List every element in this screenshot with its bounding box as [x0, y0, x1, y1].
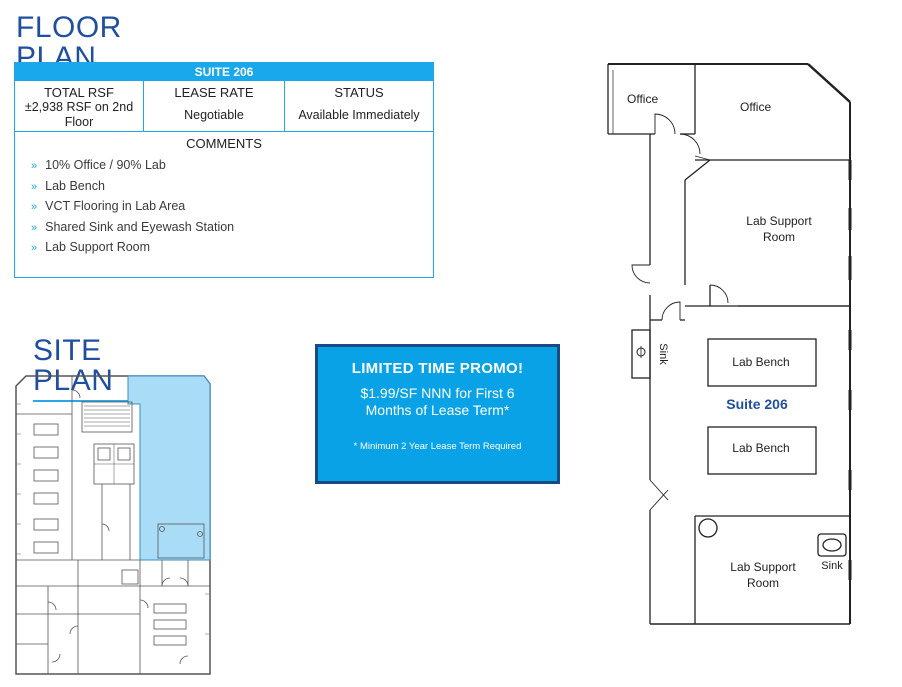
lab-bench-2-label: Lab Bench — [732, 441, 789, 455]
list-item: » VCT Flooring in Lab Area — [31, 196, 433, 217]
sink-right-label: Sink — [821, 560, 843, 572]
bullet-marker: » — [31, 242, 38, 255]
total-rsf-cell: TOTAL RSF ±2,938 RSF on 2nd Floor — [15, 81, 143, 131]
bullet-marker: » — [31, 180, 38, 193]
lab-support-top-line-1: Lab Support — [746, 214, 812, 228]
total-rsf-value-line-1: ±2,938 RSF on 2nd — [24, 100, 134, 114]
floor-plan-drawing: Office Office Lab Support Room Sink Lab … — [607, 63, 852, 625]
comment-text: Lab Bench — [45, 178, 105, 193]
status-value: Available Immediately — [298, 108, 420, 122]
bullet-marker: » — [31, 221, 38, 234]
site-plan-drawing — [15, 375, 211, 675]
list-item: » Shared Sink and Eyewash Station — [31, 217, 433, 238]
lab-support-top-line-2: Room — [763, 230, 795, 244]
office-small-label: Office — [627, 92, 658, 106]
lab-bench-1-label: Lab Bench — [732, 355, 789, 369]
total-rsf-header: TOTAL RSF — [44, 85, 114, 100]
list-item: » Lab Support Room — [31, 237, 433, 258]
comments-header: COMMENTS — [186, 136, 262, 151]
status-cell: STATUS Available Immediately — [284, 81, 433, 131]
suite-title: SUITE 206 — [15, 63, 433, 81]
heading-underline — [33, 400, 191, 402]
lease-rate-header: LEASE RATE — [174, 85, 254, 100]
comment-text: Lab Support Room — [45, 240, 151, 255]
suite-info-table: SUITE 206 TOTAL RSF ±2,938 RSF on 2nd Fl… — [14, 62, 434, 278]
promo-body-line-2: Months of Lease Term* — [365, 402, 510, 418]
lab-support-bottom-line-2: Room — [747, 576, 779, 590]
site-plan-heading: SITE PLAN — [33, 334, 191, 402]
comment-text: VCT Flooring in Lab Area — [45, 199, 186, 214]
comment-text: Shared Sink and Eyewash Station — [45, 219, 235, 234]
comment-text: 10% Office / 90% Lab — [45, 158, 166, 172]
promo-body: $1.99/SF NNN for First 6 Months of Lease… — [318, 385, 557, 419]
sink-left-label: Sink — [657, 343, 669, 365]
promo-footnote: * Minimum 2 Year Lease Term Required — [353, 441, 522, 452]
list-item: » Lab Bench — [31, 176, 433, 197]
floor-plan-heading-text: FLOOR PLAN — [16, 11, 122, 74]
lease-rate-value: Negotiable — [184, 108, 244, 122]
bullet-marker: » — [31, 160, 38, 172]
promo-body-line-1: $1.99/SF NNN for First 6 — [360, 385, 515, 401]
promo-title: LIMITED TIME PROMO! — [351, 360, 524, 377]
office-large-label: Office — [740, 100, 771, 114]
suite-highlight — [127, 375, 211, 561]
list-item: » 10% Office / 90% Lab — [31, 155, 433, 176]
suite-columns: TOTAL RSF ±2,938 RSF on 2nd Floor LEASE … — [15, 81, 433, 132]
status-header: STATUS — [334, 85, 384, 100]
suite-label: Suite 206 — [726, 396, 788, 412]
total-rsf-value-line-2: Floor — [64, 115, 94, 129]
promo-box: LIMITED TIME PROMO! $1.99/SF NNN for Fir… — [315, 344, 560, 484]
bullet-marker: » — [31, 201, 38, 214]
comments-list: » 10% Office / 90% Lab » Lab Bench » VCT Fl… — [15, 155, 433, 258]
lab-support-bottom-line-1: Lab Support — [730, 560, 796, 574]
site-plan-heading-text: SITE PLAN — [33, 334, 114, 397]
lease-rate-cell: LEASE RATE Negotiable — [143, 81, 284, 131]
